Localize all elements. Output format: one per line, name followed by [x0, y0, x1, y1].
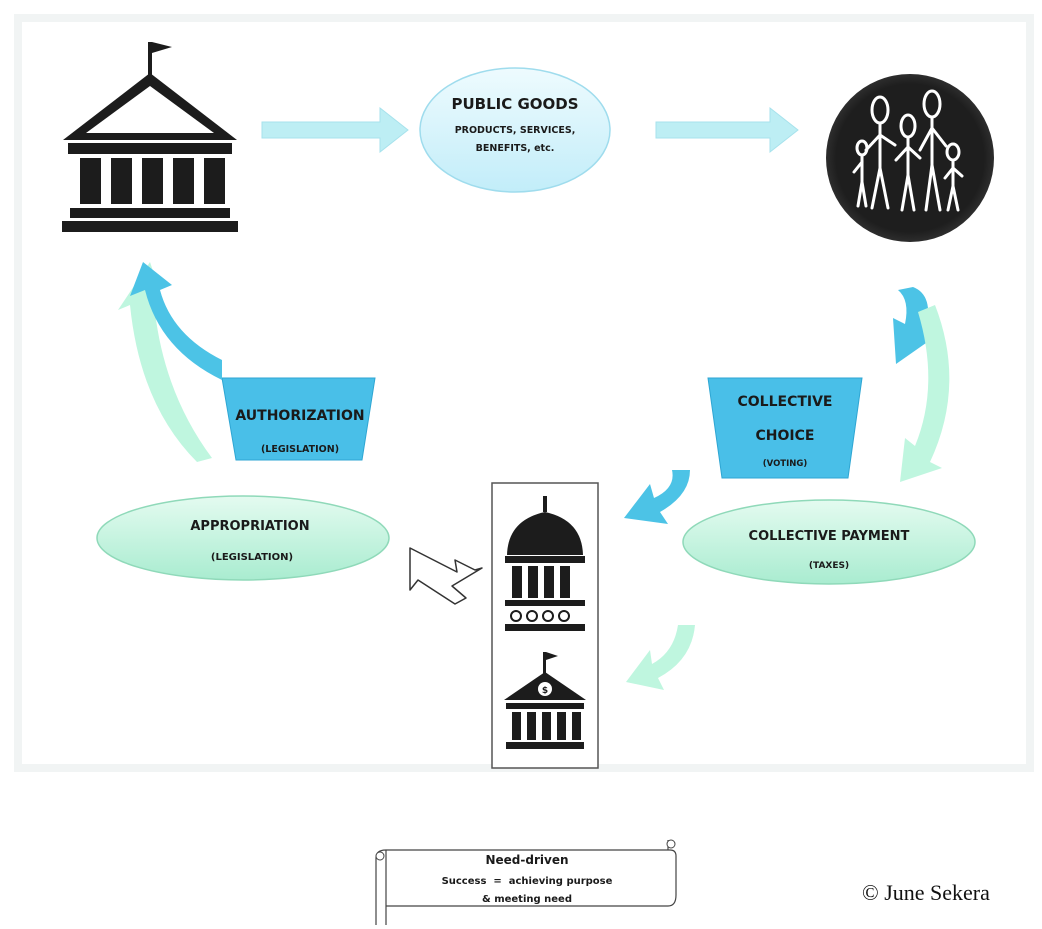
authorization-node: AUTHORIZATION (LEGISLATION) [221, 377, 376, 461]
arrow-choice-to-legislature [624, 470, 690, 524]
collective-payment-sub: (TAXES) [809, 561, 849, 571]
scroll-line1: Success = achieving purpose [442, 876, 613, 887]
scroll-line2: & meeting need [482, 894, 572, 905]
appropriation-node: APPROPRIATION (LEGISLATION) [96, 495, 390, 581]
arrow-goods-to-people [655, 106, 799, 154]
dollar-icon: $ [542, 686, 548, 696]
collective-choice-sub: (VOTING) [763, 459, 808, 469]
people-icon [826, 74, 994, 242]
collective-choice-node: COLLECTIVE CHOICE (VOTING) [707, 377, 863, 479]
public-goods-line2: BENEFITS, etc. [476, 143, 555, 154]
arrow-payment-to-treasury [626, 625, 695, 690]
scroll-title: Need-driven [485, 853, 568, 867]
institutions-column: $ [491, 482, 599, 769]
copyright-notice: © June Sekera [862, 880, 990, 905]
arrow-choice-to-payment [900, 305, 950, 482]
authorization-sub: (LEGISLATION) [261, 444, 339, 455]
arrow-people-to-choice [893, 287, 936, 364]
arrow-appropriation-to-government [118, 262, 212, 462]
public-goods-title: PUBLIC GOODS [451, 95, 578, 113]
collective-choice-line1: COLLECTIVE [737, 394, 832, 410]
public-goods-node: PUBLIC GOODS PRODUCTS, SERVICES, BENEFIT… [419, 67, 611, 193]
appropriation-title: APPROPRIATION [190, 519, 309, 534]
authorization-title: AUTHORIZATION [235, 408, 364, 424]
collective-payment-node: COLLECTIVE PAYMENT (TAXES) [682, 499, 976, 585]
collective-choice-line2: CHOICE [756, 428, 815, 444]
capitol-icon [505, 496, 585, 631]
arrow-government-to-goods [261, 106, 409, 154]
government-building-icon [62, 42, 238, 232]
arrow-legislature-to-appropriation [409, 547, 483, 605]
appropriation-sub: (LEGISLATION) [211, 552, 293, 563]
need-driven-scroll: Need-driven Success = achieving purpose … [375, 839, 677, 925]
collective-payment-title: COLLECTIVE PAYMENT [749, 529, 910, 544]
public-goods-line1: PRODUCTS, SERVICES, [455, 125, 576, 136]
arrow-authorization-to-government [130, 262, 222, 380]
treasury-icon: $ [504, 652, 586, 749]
